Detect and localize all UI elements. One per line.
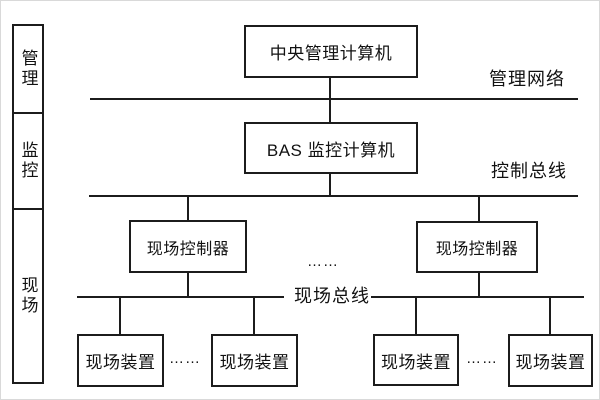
connector-controller-left-to-field-bus (187, 273, 189, 297)
connector-central-to-bas (329, 78, 331, 122)
ellipsis-between-devices-left: …… (169, 350, 201, 367)
node-central-management-computer: 中央管理计算机 (244, 25, 418, 78)
connector-bus-to-controller-right (478, 196, 480, 221)
management-network-line (90, 98, 578, 100)
node-field-device-1: 现场装置 (77, 334, 164, 387)
layer-label-field: 现场 (14, 208, 42, 382)
field-bus-label: 现场总线 (294, 286, 370, 306)
node-field-device-2: 现场装置 (211, 334, 298, 387)
node-field-device-3: 现场装置 (373, 334, 459, 386)
node-field-device-4: 现场装置 (508, 334, 593, 387)
layer-sidebar: 管理 监控 现场 (12, 24, 44, 384)
connector-field-bus-to-device-3 (415, 297, 417, 334)
control-bus-line (89, 195, 578, 197)
connector-controller-right-to-field-bus (478, 273, 480, 297)
layer-label-management: 管理 (18, 49, 38, 89)
node-field-controller-right: 现场控制器 (416, 221, 538, 273)
connector-field-bus-to-device-4 (549, 297, 551, 334)
ellipsis-between-controllers: …… (307, 253, 339, 270)
field-bus-line-left (77, 296, 284, 298)
node-field-controller-left: 现场控制器 (129, 220, 247, 273)
layer-label-monitoring: 监控 (14, 112, 42, 208)
field-bus-line-right (371, 296, 584, 298)
connector-field-bus-to-device-1 (119, 297, 121, 334)
control-bus-label: 控制总线 (491, 161, 567, 181)
management-network-label: 管理网络 (489, 69, 565, 89)
ellipsis-between-devices-right: …… (466, 350, 498, 367)
connector-field-bus-to-device-2 (253, 297, 255, 334)
connector-bus-to-controller-left (187, 196, 189, 220)
node-bas-monitoring-computer: BAS 监控计算机 (244, 122, 418, 174)
connector-bas-to-control-bus (329, 174, 331, 196)
